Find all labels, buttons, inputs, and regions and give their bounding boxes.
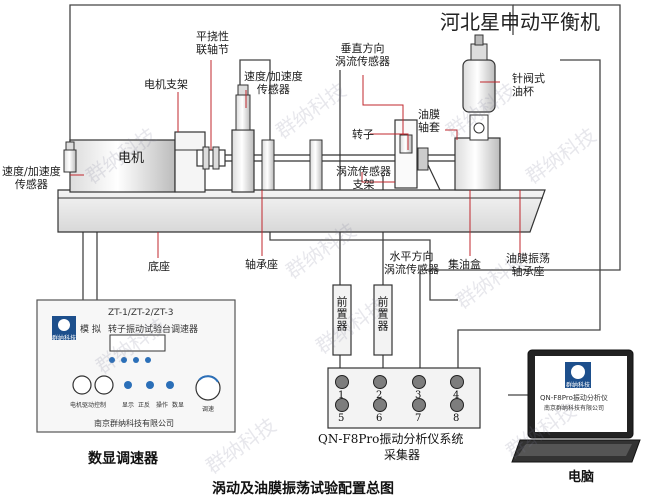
knob-label-drive: 电机驱动控制 bbox=[70, 402, 107, 409]
controller-brand: 模 拟 bbox=[80, 325, 101, 335]
collector-caption-line2: 采集器 bbox=[384, 448, 421, 462]
laptop-screen-line2: 南京群纳科技有限公司 bbox=[544, 405, 605, 412]
collector-channel-port bbox=[412, 375, 426, 389]
rotor-disc bbox=[417, 147, 441, 191]
laptop-screen-line1: QN-F8Pro振动分析仪 bbox=[540, 394, 608, 402]
needle-oil-cup bbox=[462, 34, 496, 113]
collector-channel-port bbox=[373, 398, 387, 412]
base-plate bbox=[57, 189, 546, 233]
preamp-2-label: 前置器 bbox=[376, 296, 389, 332]
knob-label-direction: 正反 bbox=[138, 402, 151, 409]
motor-label: 电机 bbox=[118, 151, 145, 166]
collector-channel-port bbox=[450, 398, 464, 412]
bearing-seat-label: 轴承座 bbox=[245, 258, 278, 271]
controller-logo-text: 群纳科技 bbox=[52, 335, 77, 342]
collector-channel-number: 5 bbox=[338, 413, 345, 424]
eddy-bracket-label: 涡流传感器 支架 bbox=[336, 165, 391, 191]
base-label: 底座 bbox=[148, 260, 170, 273]
needle-oil-cup-label: 针阀式 油杯 bbox=[512, 72, 545, 98]
collector-channel-number: 3 bbox=[415, 390, 422, 401]
flexible-coupling bbox=[196, 146, 226, 170]
bearing-seat bbox=[231, 84, 255, 193]
collector-channel-port bbox=[335, 375, 349, 389]
collector-channel-number: 7 bbox=[415, 413, 422, 424]
horizontal-eddy-sensor-label: 水平方向 涡流传感器 bbox=[384, 250, 439, 276]
controller-caption: 数显调速器 bbox=[88, 451, 158, 467]
preamp-1-label: 前置器 bbox=[335, 296, 348, 332]
controller-model: ZT-1/ZT-2/ZT-3 bbox=[108, 308, 174, 318]
rotor-label: 转子 bbox=[352, 128, 374, 141]
top-speed-sensor-label: 速度/加速度 传感器 bbox=[244, 70, 303, 96]
oil-pan-label: 集油盒 bbox=[448, 258, 481, 271]
eddy-sensor-bracket bbox=[394, 119, 418, 189]
knob-label-display: 显示 bbox=[122, 402, 135, 409]
collector-channel-port bbox=[450, 375, 464, 389]
collector-caption-line1: QN-F8Pro振动分析仪系统 bbox=[318, 432, 464, 446]
controller-name: 转子振动试验台调速器 bbox=[108, 325, 199, 335]
collector-channel-number: 4 bbox=[453, 390, 460, 401]
collector-channel-port bbox=[412, 398, 426, 412]
left-speed-sensor-label: 速度/加速度 传感器 bbox=[2, 165, 61, 191]
collector-channel-port bbox=[335, 398, 349, 412]
collector-channel-number: 1 bbox=[338, 390, 345, 401]
flexible-coupling-label: 平挠性 联轴节 bbox=[196, 30, 229, 56]
knob-label-operate: 操作 bbox=[156, 402, 169, 409]
corner-title: 河北星申动平衡机 bbox=[440, 10, 600, 34]
controller-panel bbox=[36, 299, 236, 433]
preamp-boxes bbox=[332, 284, 393, 356]
laptop-logo-text: 群纳科技 bbox=[566, 382, 591, 389]
collector-channel-number: 2 bbox=[376, 390, 383, 401]
oil-film-sleeve-label: 油膜 轴套 bbox=[418, 108, 440, 134]
motor-bracket-label: 电机支架 bbox=[144, 78, 188, 91]
left-speed-sensor bbox=[63, 141, 77, 173]
vertical-eddy-sensor-label: 垂直方向 涡流传感器 bbox=[335, 42, 390, 68]
collector-channel-number: 6 bbox=[376, 413, 383, 424]
oil-film-bearing-seat-label: 油膜振荡 轴承座 bbox=[506, 252, 550, 278]
middle-bearing-seats bbox=[261, 139, 323, 191]
knob-label-digital: 数显 bbox=[172, 402, 185, 409]
collector-channel-port bbox=[373, 375, 387, 389]
controller-company: 南京群纳科技有限公司 bbox=[94, 419, 174, 428]
main-caption: 涡动及油膜振荡试验配置总图 bbox=[212, 481, 394, 497]
knob-label-speed: 调速 bbox=[202, 406, 215, 413]
laptop-caption: 电脑 bbox=[568, 470, 595, 485]
oil-film-bearing-seat bbox=[454, 114, 501, 191]
laptop bbox=[511, 349, 641, 463]
collector-channel-number: 8 bbox=[453, 413, 460, 424]
label-leader-lines bbox=[70, 60, 521, 258]
